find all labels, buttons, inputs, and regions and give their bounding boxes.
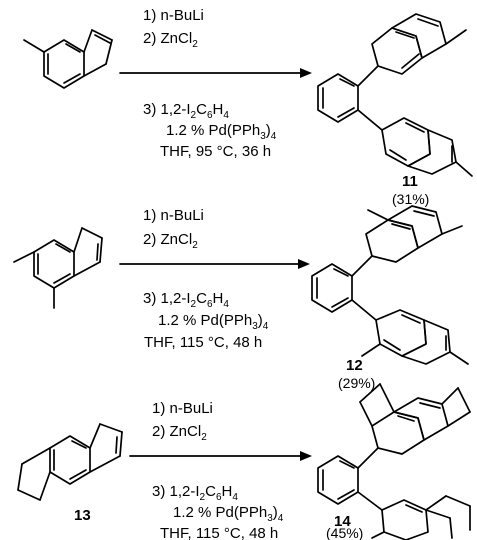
conditions-2: 1) n-BuLi 2) ZnCl2 3) 1,2-I2C6H4 1.2 % P… (143, 207, 269, 351)
step-2-text: 2) ZnCl (143, 30, 192, 47)
step-1-text: 1) n-BuLi (152, 400, 213, 417)
product-12-structure (311, 205, 469, 365)
reactant-2-structure (13, 227, 103, 309)
reactant-13-structure (17, 423, 123, 501)
step-2-text: 2) ZnCl (152, 423, 201, 440)
arrow-1 (119, 68, 312, 78)
svg-text:3) 1,2-I2C6H4: 3) 1,2-I2C6H4 (143, 290, 229, 310)
step-1-text: 1) n-BuLi (143, 7, 204, 24)
reaction-1: 1) n-BuLi 2) ZnCl2 3) 1,2-I2C6H4 1.2 % P… (23, 7, 473, 207)
step-3-text: 3) 1,2-I (143, 101, 191, 118)
step-3-text: 3) 1,2-I (143, 290, 191, 307)
catalyst-text: 1.2 % Pd(PPh (166, 122, 260, 139)
step-3-text: 3) 1,2-I (152, 483, 200, 500)
conditions-1: 1) n-BuLi 2) ZnCl2 3) 1,2-I2C6H4 1.2 % P… (143, 7, 277, 160)
reaction-2: 1) n-BuLi 2) ZnCl2 3) 1,2-I2C6H4 1.2 % P… (13, 205, 469, 391)
svg-text:2) ZnCl2: 2) ZnCl2 (143, 30, 198, 50)
solvent-temp-text: THF, 115 °C, 48 h (144, 334, 262, 351)
yield-11: (31%) (392, 191, 429, 207)
catalyst-text: 1.2 % Pd(PPh (158, 312, 252, 329)
product-label-11: 11 (402, 173, 418, 190)
svg-text:2) ZnCl2: 2) ZnCl2 (143, 231, 198, 251)
starting-label-13: 13 (74, 507, 91, 524)
product-14-structure (317, 383, 471, 540)
catalyst-text: 1.2 % Pd(PPh (173, 504, 267, 521)
solvent-temp-text: THF, 115 °C, 48 h (160, 525, 278, 540)
svg-text:3) 1,2-I2C6H4: 3) 1,2-I2C6H4 (152, 483, 238, 503)
arrow-3 (129, 451, 312, 461)
svg-text:1.2 % Pd(PPh3)4: 1.2 % Pd(PPh3)4 (173, 504, 284, 524)
svg-text:2) ZnCl2: 2) ZnCl2 (152, 423, 207, 443)
step-1-text: 1) n-BuLi (143, 207, 204, 224)
product-11-structure (317, 13, 473, 177)
arrow-2 (119, 259, 310, 269)
svg-text:1.2 % Pd(PPh3)4: 1.2 % Pd(PPh3)4 (166, 122, 277, 142)
yield-12: (29%) (338, 375, 375, 391)
conditions-3: 1) n-BuLi 2) ZnCl2 3) 1,2-I2C6H4 1.2 % P… (152, 400, 284, 540)
product-label-12: 12 (346, 357, 363, 374)
reaction-3: 13 1) n-BuLi 2) ZnCl2 3) 1,2-I2C6H4 1.2 … (17, 383, 471, 540)
yield-14: (45%) (326, 525, 363, 540)
solvent-temp-text: THF, 95 °C, 36 h (160, 143, 271, 160)
product-label-14: 14 (334, 513, 351, 530)
reactant-1-structure (23, 29, 113, 89)
svg-text:3) 1,2-I2C6H4: 3) 1,2-I2C6H4 (143, 101, 229, 121)
step-2-text: 2) ZnCl (143, 231, 192, 248)
svg-text:1.2 % Pd(PPh3)4: 1.2 % Pd(PPh3)4 (158, 312, 269, 332)
